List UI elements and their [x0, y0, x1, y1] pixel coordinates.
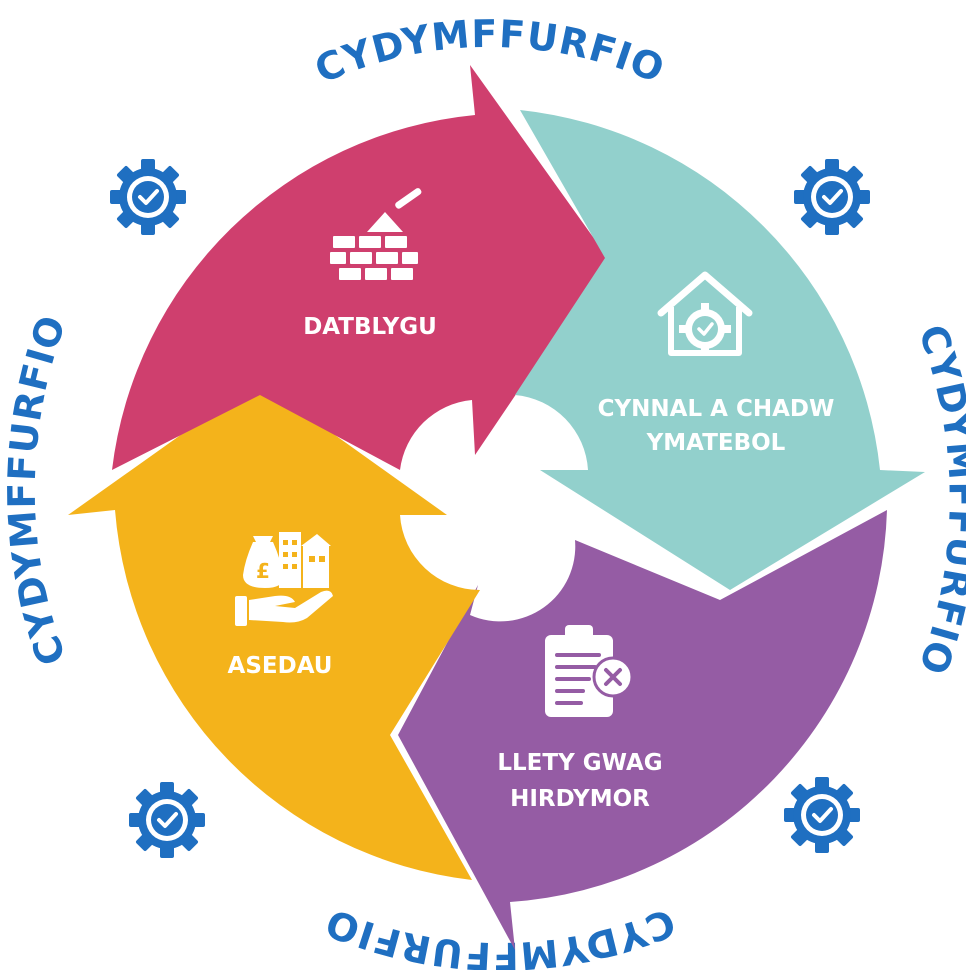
arrow-datblygu — [112, 65, 608, 470]
clipboard-cross-icon — [545, 625, 634, 717]
arrow-asedau — [68, 380, 480, 880]
svg-text:£: £ — [256, 559, 270, 583]
ring-label-top: CYDYMFFURFIO — [309, 12, 672, 92]
money-buildings-hand-icon: £ — [235, 532, 333, 626]
segment-label-cynnal-line2: YMATEBOL — [646, 430, 786, 456]
ring-label-right: CYDYMFFURFIO — [910, 319, 966, 681]
brick-trowel-icon — [330, 188, 422, 280]
segment-label-datblygu: DATBLYGU — [303, 314, 437, 340]
house-gear-icon — [657, 271, 753, 356]
segment-datblygu — [112, 65, 608, 470]
gear-check-icon-bottom-right — [782, 775, 862, 855]
segment-llety — [398, 510, 887, 950]
segment-asedau — [68, 380, 480, 880]
segment-label-cynnal-line1: CYNNAL A CHADW — [598, 396, 835, 422]
arrow-llety — [398, 510, 887, 950]
segment-label-llety-line2: HIRDYMOR — [510, 786, 650, 812]
ring-label-left: CYDYMFFURFIO — [0, 309, 75, 671]
segment-label-llety-line1: LLETY GWAG — [497, 750, 662, 776]
gear-check-icon-bottom-left — [127, 780, 207, 860]
gear-check-icon-top-right — [792, 157, 872, 237]
gear-check-icon-top-left — [108, 157, 188, 237]
segment-label-asedau: ASEDAU — [228, 653, 333, 679]
